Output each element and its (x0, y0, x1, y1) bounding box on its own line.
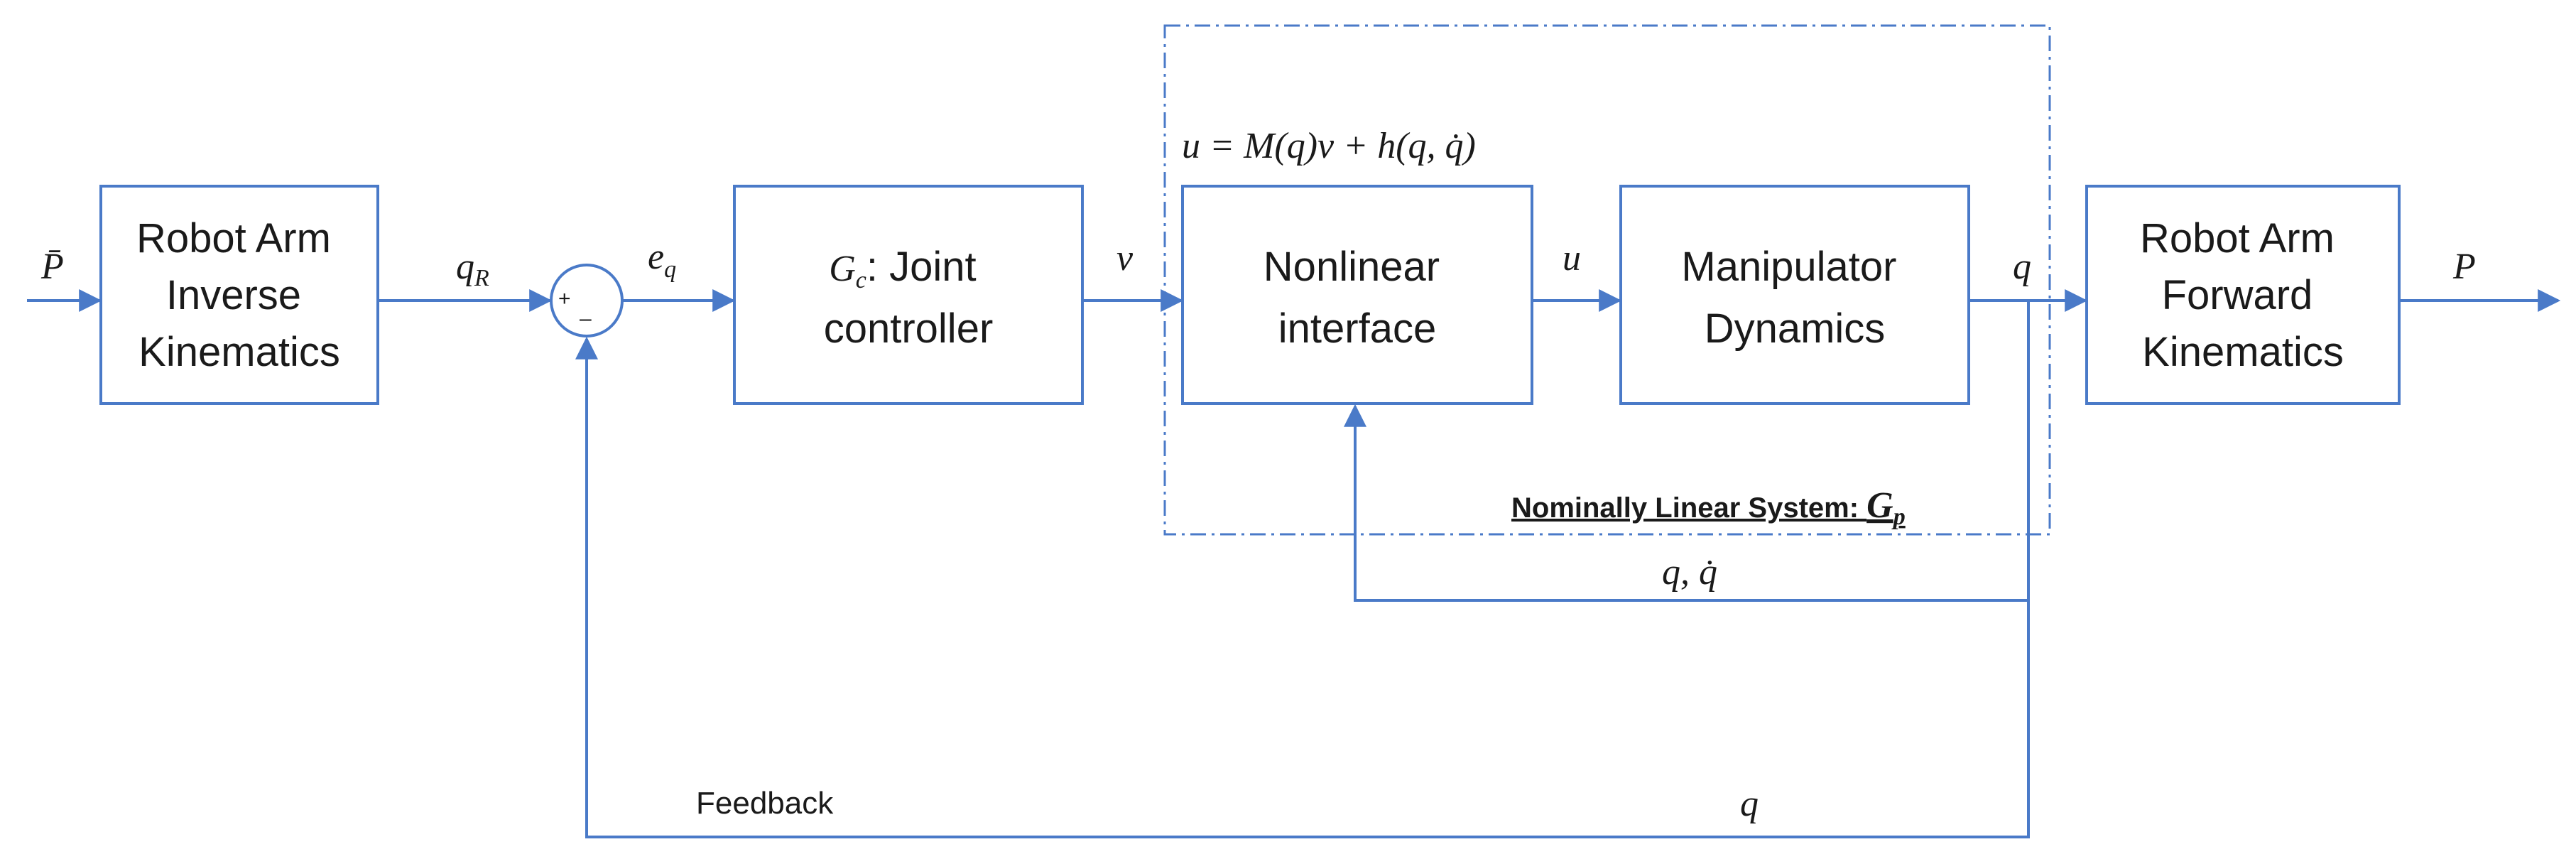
nonlinear-interface-block[interactable] (1181, 185, 1533, 405)
q-signal-label: q (2013, 247, 2031, 287)
nominally-linear-system-boundary (1163, 24, 2051, 536)
forward-kinematics-block[interactable] (2085, 185, 2401, 405)
manipulator-dynamics-block[interactable] (1619, 185, 1970, 405)
qr-signal-label: qR (456, 247, 489, 291)
inverse-kinematics-label: Robot Arm Inverse Kinematics (136, 215, 342, 375)
v-signal-label: v (1116, 238, 1134, 279)
eq-signal-label: eq (648, 237, 676, 283)
joint-controller-block[interactable] (733, 185, 1084, 405)
inner-feedback-line (1344, 301, 2030, 602)
summing-plus-sign: + (558, 287, 571, 310)
forward-kinematics-label: Robot Arm Forward Kinematics (2140, 215, 2346, 375)
manipulator-dynamics-label: Manipulator Dynamics (1681, 244, 1908, 352)
output-signal-label: P (2452, 247, 2476, 287)
u-signal-label: u (1563, 238, 1581, 279)
outer-feedback-line (575, 336, 2030, 838)
nominally-linear-system-label: Nominally Linear System: Gp (1511, 485, 1906, 530)
nonlinear-interface-label: Nonlinear interface (1263, 244, 1451, 352)
control-law-equation: u = M(q)v + h(q, q̇) (1182, 126, 1476, 166)
joint-controller-label: Gc: Joint controller (824, 244, 994, 352)
inverse-kinematics-block[interactable] (99, 185, 379, 405)
summing-minus-sign: – (580, 307, 592, 330)
input-signal-label: P̄ (40, 247, 64, 287)
outer-feedback-q-label: q (1740, 784, 1759, 824)
inner-feedback-label: q, q̇ (1662, 552, 1717, 593)
feedback-label: Feedback (696, 786, 834, 821)
